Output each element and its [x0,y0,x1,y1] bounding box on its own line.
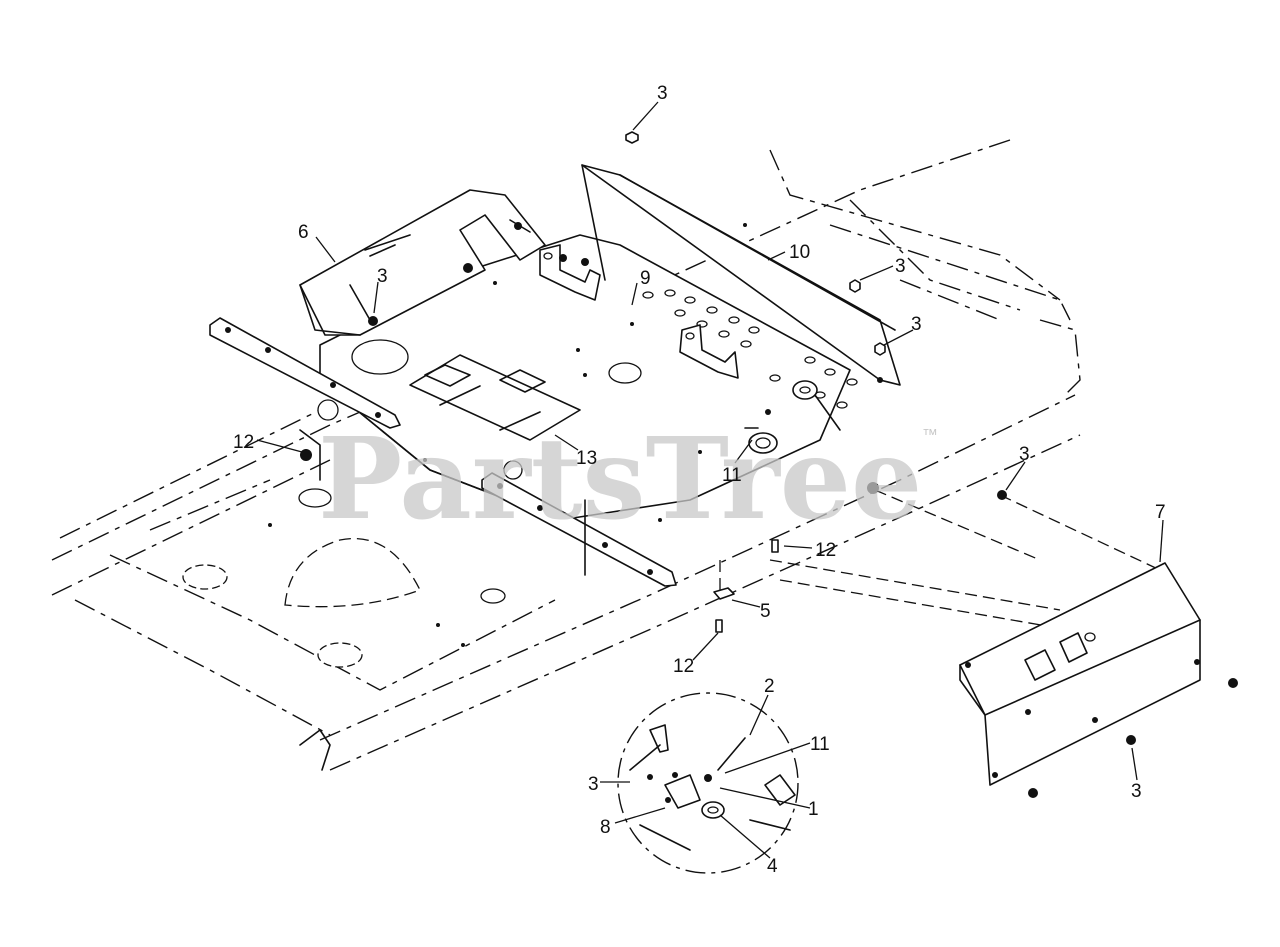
callout-3-top: 3 [657,83,668,104]
callout-11-mid: 11 [722,465,742,486]
callout-4: 4 [767,856,778,877]
callout-8: 8 [600,817,611,838]
callout-12-mid: 12 [815,540,836,561]
callout-12-low: 12 [673,656,694,677]
callout-3-right-a: 3 [895,256,906,277]
callout-3-right-b: 3 [911,314,922,335]
callout-6: 6 [298,222,309,243]
plate-13 [409,354,581,441]
frame-phantom [51,139,1161,771]
callout-3-panel-bottom: 3 [1131,781,1142,802]
shield-10 [581,164,901,386]
callout-3-panel-top: 3 [1019,444,1030,465]
shield-6 [299,189,546,336]
callout-13: 13 [576,448,597,469]
watermark-trademark: ™ [922,427,938,444]
callout-5: 5 [760,601,771,622]
callout-9: 9 [640,268,651,289]
callouts: 3 6 3 10 9 3 3 12 13 11 3 7 12 5 12 2 11… [233,83,1166,877]
perforations [642,289,858,409]
callout-11-detail: 11 [810,734,830,755]
callout-3-shield: 3 [377,266,388,287]
watermark: PartsTree ™ [318,414,938,545]
rail-strap-mid [481,460,677,587]
callout-12-left: 12 [233,432,254,453]
control-panel-7 [959,562,1201,786]
fasteners [300,131,1238,798]
watermark-text: PartsTree [318,414,922,545]
callout-3-detail: 3 [588,774,599,795]
rail-strap-left [209,317,401,481]
leader-lines [256,101,1164,859]
callout-10: 10 [789,242,810,263]
detail-inset [617,692,799,874]
callout-1: 1 [808,799,819,820]
callout-2: 2 [764,676,775,697]
callout-7: 7 [1155,502,1166,523]
mount-brackets [539,244,841,454]
